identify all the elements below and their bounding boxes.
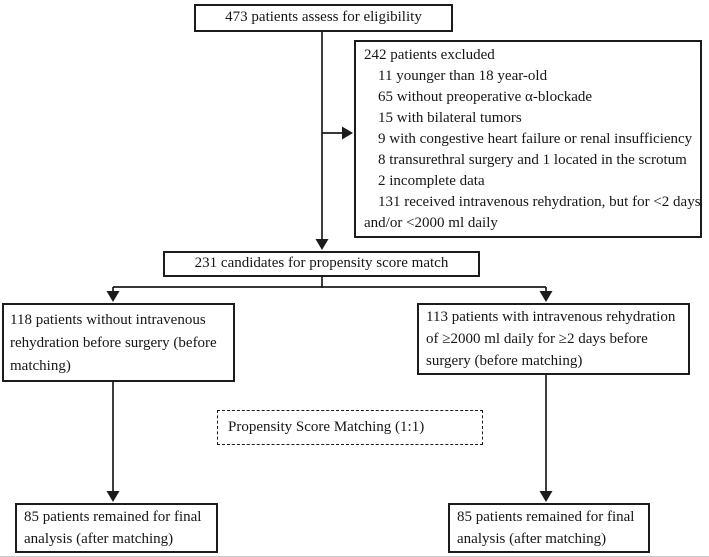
arrowhead-into-candidates [315, 239, 329, 250]
arrowhead-into-final-left [106, 491, 120, 502]
excluded-item: 2 incomplete data [378, 173, 485, 189]
final-analysis-right-box: 85 patients remained for final analysis … [448, 503, 650, 553]
arrowhead-into-group-right [539, 291, 553, 302]
excluded-box: 242 patients excluded 11 younger than 18… [354, 40, 702, 238]
excluded-item: 8 transurethral surgery and 1 located in… [378, 152, 687, 168]
excluded-item-continuation: and/or <2000 ml daily [364, 215, 498, 231]
excluded-item: 65 without preoperative α-blockade [378, 89, 593, 105]
group-with-rehydration-box: 113 patients with intravenous rehydratio… [417, 303, 690, 375]
excluded-item: 11 younger than 18 year-old [378, 68, 548, 84]
eligibility-box: 473 patients assess for eligibility [194, 4, 453, 32]
final-analysis-left-box: 85 patients remained for final analysis … [15, 503, 218, 553]
excluded-item: 131 received intravenous rehydration, bu… [378, 194, 701, 210]
candidates-box: 231 candidates for propensity score matc… [163, 251, 480, 277]
excluded-item: 15 with bilateral tumors [378, 110, 522, 126]
excluded-title: 242 patients excluded [364, 47, 495, 63]
propensity-score-matching-box: Propensity Score Matching (1:1) [217, 410, 483, 445]
arrowhead-into-final-right [539, 491, 553, 502]
arrowhead-into-excluded [342, 126, 353, 140]
excluded-item: 9 with congestive heart failure or renal… [378, 131, 693, 147]
arrowhead-into-group-left [106, 291, 120, 302]
group-without-rehydration-box: 118 patients without intravenous rehydra… [2, 303, 235, 382]
